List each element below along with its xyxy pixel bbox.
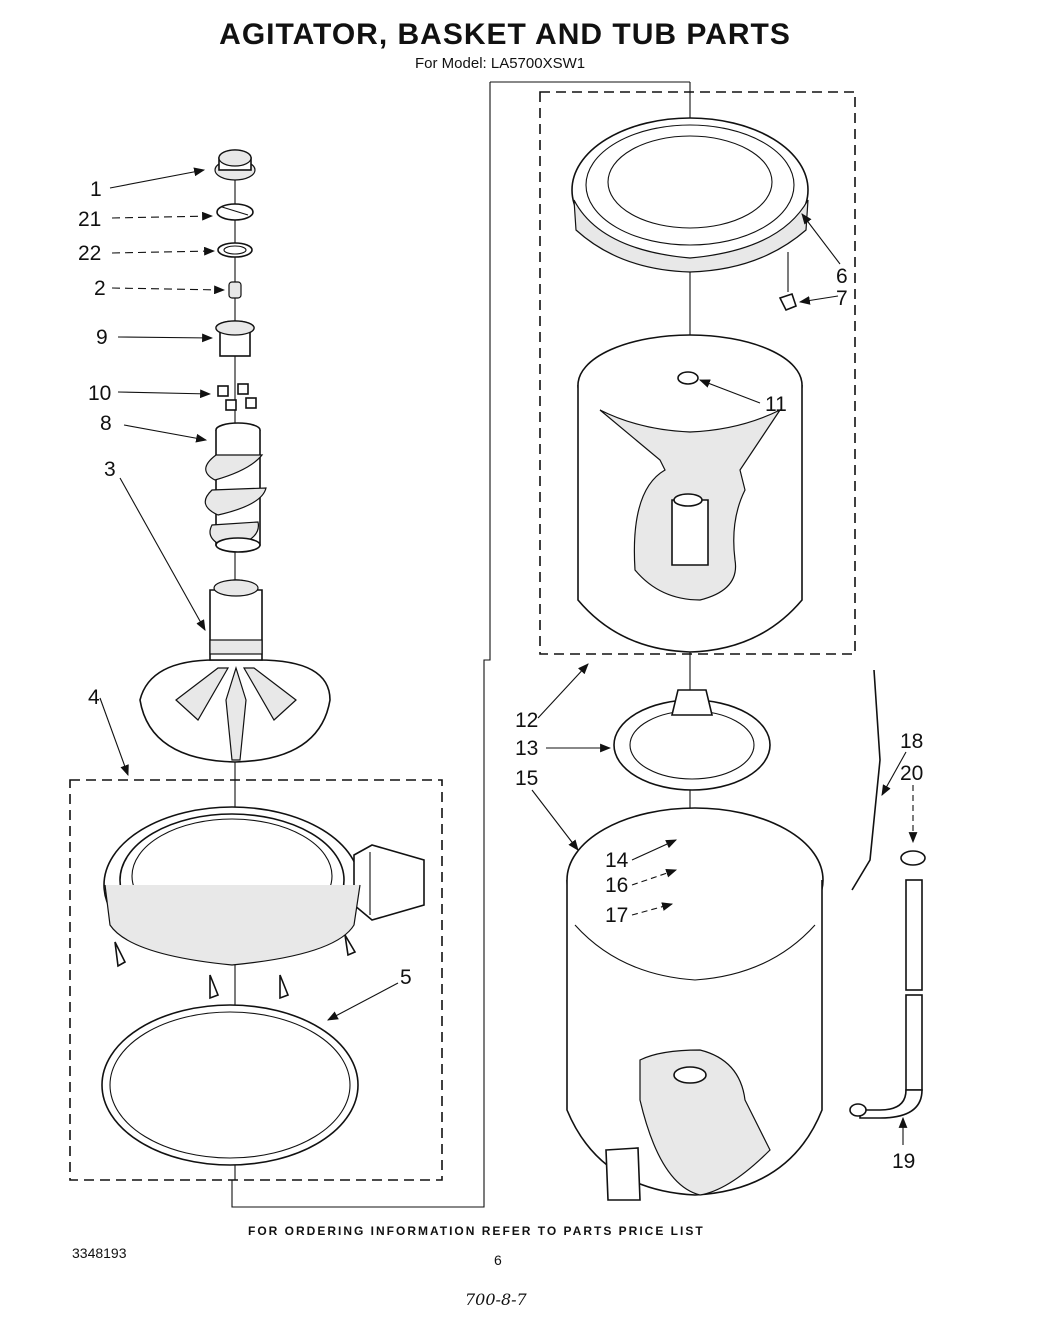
revision-code: 700-8-7 [465, 1290, 527, 1309]
basket-dashed-box [539, 91, 856, 655]
callout-7: 7 [836, 287, 848, 310]
callout-22: 22 [78, 242, 101, 265]
callout-12: 12 [515, 709, 538, 732]
assembly-center-frame [231, 81, 690, 1208]
callout-9: 9 [96, 326, 108, 349]
part-10-dogs [217, 383, 257, 411]
part-7-clip [778, 252, 797, 312]
callout-19: 19 [892, 1150, 915, 1173]
callout-13: 13 [515, 737, 538, 760]
leader-lines [99, 167, 918, 1145]
part-21-ring [216, 203, 254, 221]
ordering-note: FOR ORDERING INFORMATION REFER TO PARTS … [248, 1224, 705, 1238]
part-8-auger [204, 422, 267, 553]
callout-5: 5 [400, 966, 412, 989]
part-13-drive-block [613, 689, 771, 791]
callout-17: 17 [605, 904, 628, 927]
page-title: AGITATOR, BASKET AND TUB PARTS [219, 18, 791, 51]
part-18-drain-hose [851, 669, 881, 891]
callout-1: 1 [90, 178, 102, 201]
part-9-dog-assembly [215, 320, 255, 357]
callout-18: 18 [900, 730, 923, 753]
part-6-basket-ring [571, 117, 809, 273]
callout-4: 4 [88, 686, 100, 709]
part-1-agitator-cap [214, 149, 256, 181]
part-19-drain-hose [849, 879, 923, 1119]
callout-3: 3 [104, 458, 116, 481]
part-22-o-ring [217, 242, 253, 258]
page-number: 6 [494, 1252, 502, 1268]
callout-16: 16 [605, 874, 628, 897]
part-3-agitator [139, 579, 331, 763]
callout-2: 2 [94, 277, 106, 300]
part-4-tub-ring [103, 806, 425, 1000]
part-20-hose-clamp [900, 850, 926, 866]
callout-8: 8 [100, 412, 112, 435]
callout-15: 15 [515, 767, 538, 790]
part-5-tub-seal [101, 1004, 359, 1166]
part-15-outer-tub [566, 807, 824, 1201]
callout-20: 20 [900, 762, 923, 785]
callout-14: 14 [605, 849, 629, 872]
callout-11: 11 [765, 393, 787, 416]
document-number: 3348193 [72, 1245, 127, 1261]
tub-ring-dashed-box [69, 779, 443, 1181]
part-2-cam [228, 281, 242, 299]
callout-6: 6 [836, 265, 848, 288]
part-11-basket [577, 334, 803, 653]
callout-21: 21 [78, 208, 101, 231]
model-subtitle: For Model: LA5700XSW1 [415, 55, 586, 72]
callout-10: 10 [88, 382, 111, 405]
